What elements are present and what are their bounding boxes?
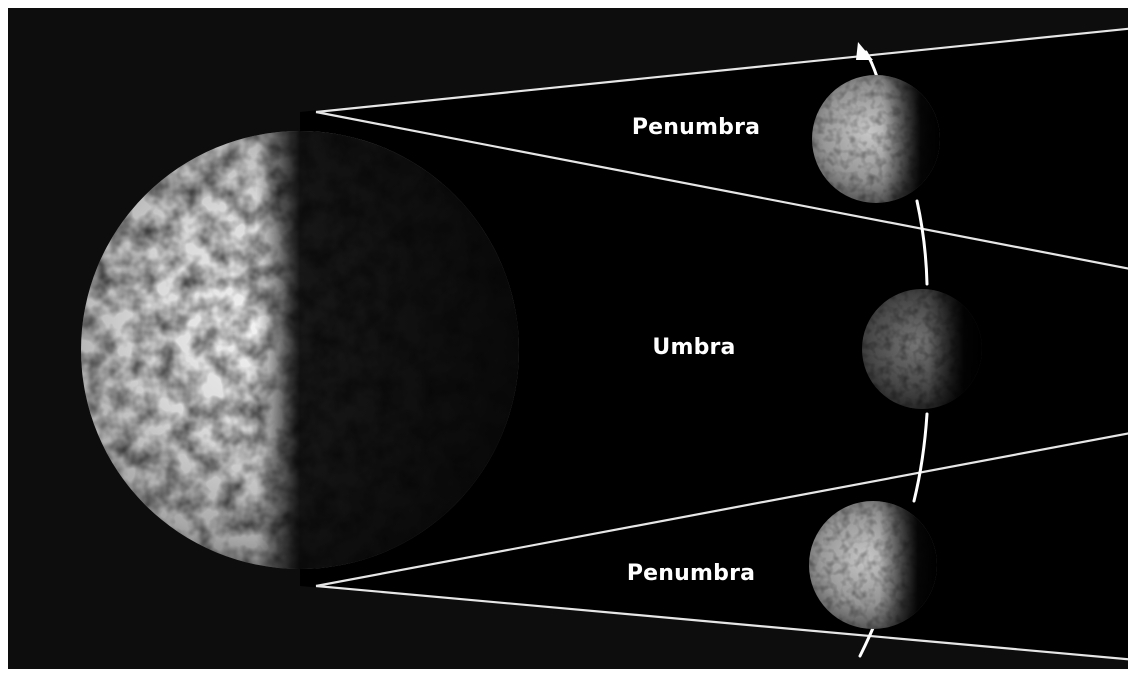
moon-bottom-shade — [809, 501, 937, 629]
shadow-boundary-lines — [315, 27, 1128, 661]
earth — [81, 131, 519, 569]
moon-path-segment-upper — [915, 199, 929, 286]
label-penumbra-top: Penumbra — [632, 115, 760, 140]
moon-middle — [862, 289, 982, 409]
moon-bottom — [809, 501, 937, 629]
shadow-cone — [300, 28, 1128, 660]
label-umbra: Umbra — [652, 335, 735, 360]
moon-path-segment-lower — [912, 412, 929, 503]
moon-path-segment-bottom — [858, 626, 875, 658]
earth-night-side — [81, 131, 519, 569]
moon-top — [812, 75, 940, 203]
label-penumbra-bottom: Penumbra — [627, 561, 755, 586]
moon-path — [858, 50, 929, 658]
penumbra-outer-line-top — [315, 27, 1128, 114]
moon-top-shade — [812, 75, 940, 203]
moon-middle-shade — [862, 289, 982, 409]
umbra-line-bottom — [315, 432, 1128, 588]
moon-direction-arrowhead — [856, 42, 873, 60]
penumbra-outer-line-bottom — [315, 584, 1128, 661]
umbra-line-top — [315, 110, 1128, 270]
